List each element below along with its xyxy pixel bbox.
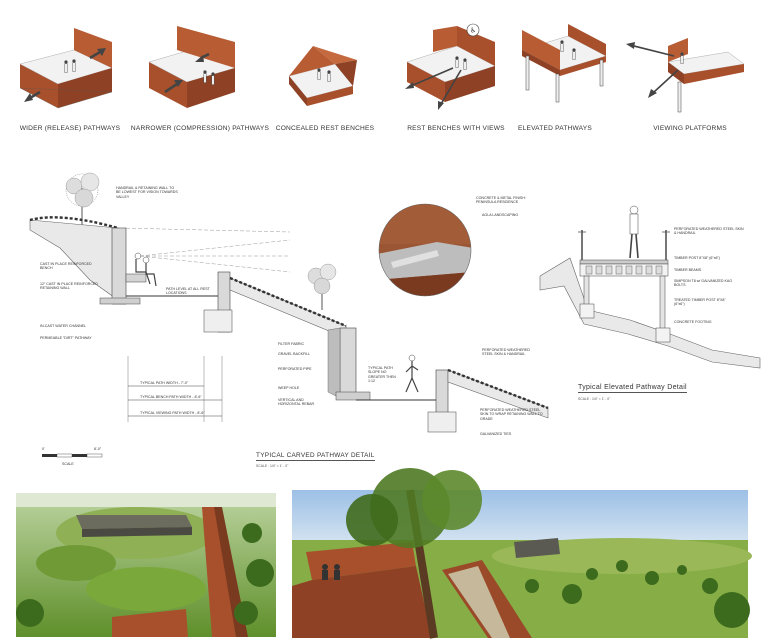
callout-steel-wrap: PERFORATED WEATHERED STEEL SKIN TO WRAP … [480, 408, 543, 421]
pathway-type-label: REST BENCHES WITH VIEWS [407, 125, 505, 132]
pathway-type-label: ELEVATED PATHWAYS [518, 125, 592, 132]
elevated-detail-scale: SCALE : 1/4" = 1' - 0" [578, 397, 611, 401]
elevated-pathway-section [539, 205, 761, 369]
pathway-type-label: VIEWING PLATFORMS [653, 125, 727, 132]
callout-path-slope: TYPICAL PATH SLOPE NO GREATER THEN 1:12 [368, 366, 396, 384]
callout-filter-fabric: FILTER FABRIC [278, 342, 305, 346]
callout-gravel-backfill: GRAVEL BACKFILL [278, 352, 311, 356]
tree-icon [307, 263, 337, 310]
viewing-platform-diagram [626, 38, 745, 113]
concealed-bench-diagram [288, 46, 357, 106]
pathway-type-label: CONCEALED REST BENCHES [275, 125, 375, 132]
callout-steel-skin: PERFORATED WEATHERED STEEL SKIN & HANDRA… [482, 348, 530, 357]
callout-water-channel: IN-CAST WATER CHANNEL [40, 324, 87, 328]
carved-pathway-section [29, 172, 549, 433]
elevated-detail-title: Typical Elevated Pathway Detail [578, 384, 687, 393]
callout-treated-post: TREATED TIMBER POST 8"X8" (6"x6") [674, 298, 726, 307]
person-icon [629, 205, 639, 259]
dimension-path-width: TYPICAL PATH WIDTH - 7'-0" [140, 381, 189, 385]
carved-detail-scale: SCALE : 1/4" = 1' - 0" [256, 464, 289, 468]
dimension-viewing-width: TYPICAL VIEWING PATH WIDTH - 8'-6" [140, 411, 205, 415]
callout-rebar: VERTICAL AND HORIZONTAL REBAR [278, 398, 315, 407]
svg-text:♿: ♿ [470, 27, 476, 35]
rendering-aerial [16, 493, 276, 637]
rendering-perspective [292, 468, 752, 639]
callout-agla: AGLA LANDSCAPING [482, 213, 519, 217]
callout-galvanized-ties: GALVANIZED TIES [480, 432, 512, 436]
callout-dirt-pathway: PERMEABLE "DIRT" PATHWAY [40, 336, 92, 340]
callout-perforated-pipe: PERFORATED PIPE [278, 367, 312, 371]
callout-elevated-steel: PERFORATED WEATHERED STEEL SKIN & HANDRA… [674, 227, 744, 236]
pathway-type-label: NARROWER (COMPRESSION) PATHWAYS [130, 125, 270, 132]
elevated-pathway-diagram [521, 24, 607, 103]
callout-timber-beams: TIMBER BEAMS [674, 268, 702, 272]
callout-bench: CAST IN PLACE REINFORCED BENCH [40, 262, 92, 271]
callout-retaining-wall: 12" CAST IN PLACE REINFORCED RETAINING W… [40, 282, 98, 291]
callout-path-level: PATH LEVEL AT ALL REST LOCATIONS [166, 287, 210, 296]
narrower-pathway-diagram [148, 26, 236, 108]
tree-icon [65, 172, 100, 230]
dimension-bench-width: TYPICAL BENCH PATH WIDTH - 8'-6" [140, 395, 202, 399]
carved-detail-title: TYPICAL CARVED PATHWAY DETAIL [256, 452, 375, 461]
callout-simpson: SIMPSON T8 w/ GALVANIZED KAG BOLTS [674, 279, 733, 288]
bench-views-diagram: ♿ [405, 23, 496, 110]
person-icon [405, 354, 419, 393]
scale-bar [42, 453, 103, 458]
callout-timber-post: TIMBER POST 8"X8" (6"x6") [674, 256, 720, 260]
pathway-type-label: WIDER (RELEASE) PATHWAYS [19, 125, 121, 132]
scale-bar-label: SCALE [62, 462, 74, 466]
wider-pathway-diagram [19, 28, 113, 109]
scale-bar-end: 8'-0" [94, 447, 102, 451]
callout-concrete-footing: CONCRETE FOOTING [674, 320, 712, 324]
callout-handrail: HANDRAIL & RETAINING WALL TO BE LOWEST F… [116, 186, 178, 199]
callout-concrete-finish: CONCRETE & METAL FINISH: PENINSULA RESID… [476, 196, 526, 205]
scale-bar-zero: 0' [42, 447, 45, 451]
callout-weep-hole: WEEP HOLE [278, 386, 300, 390]
material-closeup [378, 203, 472, 297]
